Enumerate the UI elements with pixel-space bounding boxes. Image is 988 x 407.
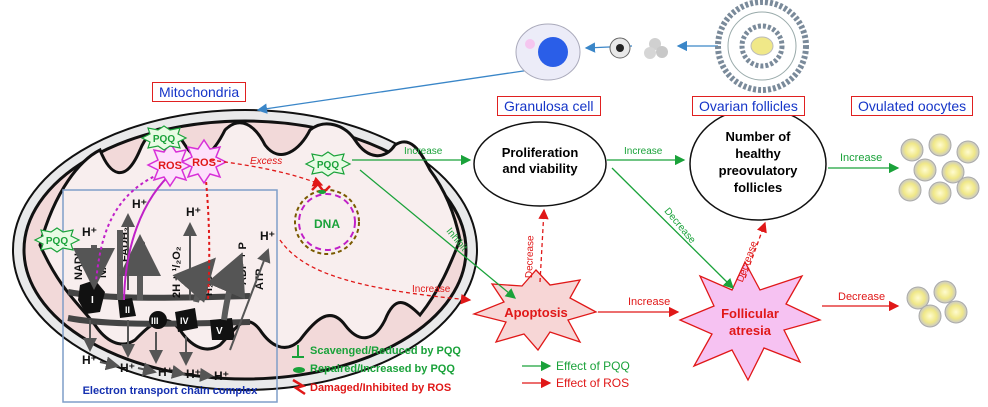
decrease-apoptosis-prolif-label: Decrease	[524, 235, 537, 279]
follicles-line-4: follicles	[733, 180, 783, 195]
proliferation-line-1: Proliferation	[501, 145, 579, 160]
legend-repaired-mark	[293, 367, 305, 373]
svg-text:PQQ: PQQ	[46, 236, 68, 247]
pqq-star-1: PQQ	[140, 125, 188, 151]
complex-4-label: IV	[180, 316, 189, 326]
ros-paths	[95, 169, 211, 301]
pqq-arrows	[352, 154, 900, 299]
decrease-atresia-oocytes-label: Decrease	[838, 291, 886, 303]
h-plus-6: H⁺	[120, 361, 135, 375]
ros-star-2: ROS	[180, 138, 228, 185]
follicles-line-1: Number of	[725, 129, 791, 144]
svg-text:ROS: ROS	[192, 157, 216, 169]
increase-prolif-follicles-label: Increase	[624, 146, 663, 157]
h-plus-2: H⁺	[132, 197, 147, 211]
dna-circle: DNA	[294, 182, 360, 255]
h-plus-5: H⁺	[82, 353, 97, 367]
apoptosis-text: Apoptosis	[504, 305, 568, 320]
svg-text:ROS: ROS	[158, 160, 182, 172]
complex-IV	[175, 308, 198, 332]
oocyte-cluster-top	[898, 133, 980, 205]
svg-text:PQQ: PQQ	[153, 134, 175, 145]
complex-2-label: II	[125, 305, 130, 315]
complex-3-label: III	[151, 316, 159, 326]
complex-III	[149, 311, 167, 329]
granulosa-cell-label: Granulosa cell	[497, 96, 601, 116]
h-plus-9: H⁺	[214, 369, 229, 383]
legend-marks	[292, 345, 307, 396]
legend-effect-ros: Effect of ROS	[556, 376, 630, 390]
pqq-star-2: PQQ	[33, 227, 81, 253]
atresia-line-2: atresia	[729, 323, 771, 338]
h-plus-3: H⁺	[186, 205, 201, 219]
etc-thick-arrows	[73, 230, 246, 321]
svg-text:DNA: DNA	[314, 217, 340, 231]
ovarian-follicles-label: Ovarian follicles	[692, 96, 805, 116]
cluster-cells-image	[644, 38, 668, 59]
atresia-text: Follicular atresia	[700, 305, 800, 339]
legend-repaired: Repaired/Increased by PQQ	[310, 363, 455, 375]
etc-title: Electron transport chain complex	[82, 385, 258, 397]
small-cell-image	[609, 37, 631, 59]
proliferation-node	[473, 121, 607, 207]
proliferation-line-2: and viability	[502, 161, 578, 176]
legend-scavenged: Scavenged/Reduced by PQQ	[310, 345, 461, 357]
nad-label: NAD⁺	[97, 248, 109, 278]
mitochondria-label: Mitochondria	[152, 82, 247, 102]
nadh-label: NADH	[73, 248, 85, 280]
legend-damaged-mark	[292, 378, 307, 396]
h-plus-1: H⁺	[82, 225, 97, 239]
pqq-star-3: PQQ	[304, 151, 352, 177]
follicles-line-2: healthy	[735, 146, 781, 161]
ros-apoptosis-arrow	[279, 239, 472, 305]
ros-arrows	[538, 208, 900, 318]
complex-1-label: I	[91, 295, 94, 306]
granulosa-cell-image	[515, 23, 581, 81]
proliferation-text: Proliferation and viability	[474, 145, 606, 177]
excess-label: Excess	[250, 156, 283, 167]
excess-arrow	[209, 159, 324, 187]
h-plus-7: H⁺	[158, 365, 173, 379]
complex-II	[118, 298, 136, 318]
atresia-burst	[678, 260, 822, 382]
complex-5-label: V	[216, 326, 223, 337]
ovulated-oocytes-label: Ovulated oocytes	[851, 96, 974, 116]
ovarian-follicle-image	[715, 0, 809, 93]
ros-star-1: ROS	[146, 141, 194, 188]
increase-apoptosis-atresia-label: Increase	[628, 296, 671, 308]
atresia-line-1: Follicular	[721, 306, 779, 321]
complex-V	[210, 318, 235, 340]
follicles-line-3: preovulatory	[718, 163, 798, 178]
increase-follicles-oocytes-label: Increase	[840, 152, 883, 164]
atp-label: ATP	[254, 269, 266, 290]
etc-box	[62, 189, 278, 403]
oocyte-cluster-bottom	[906, 280, 968, 328]
legend-effect-pqq: Effect of PQQ	[556, 359, 630, 373]
h-plus-4: H⁺	[260, 229, 275, 243]
legend-damaged: Damaged/Inhibited by ROS	[310, 382, 452, 394]
svg-text:PQQ: PQQ	[317, 160, 339, 171]
increase-pqq-prolif-label: Increase	[404, 146, 443, 157]
follicles-text: Number of healthy preovulatory follicles	[690, 128, 826, 196]
water-split-label: 2H + ¹/₂O₂	[171, 246, 183, 298]
h-plus-8: H⁺	[186, 367, 201, 381]
legend-scavenged-mark	[292, 345, 304, 358]
increase-ros-apoptosis-label: Increase	[412, 284, 451, 295]
